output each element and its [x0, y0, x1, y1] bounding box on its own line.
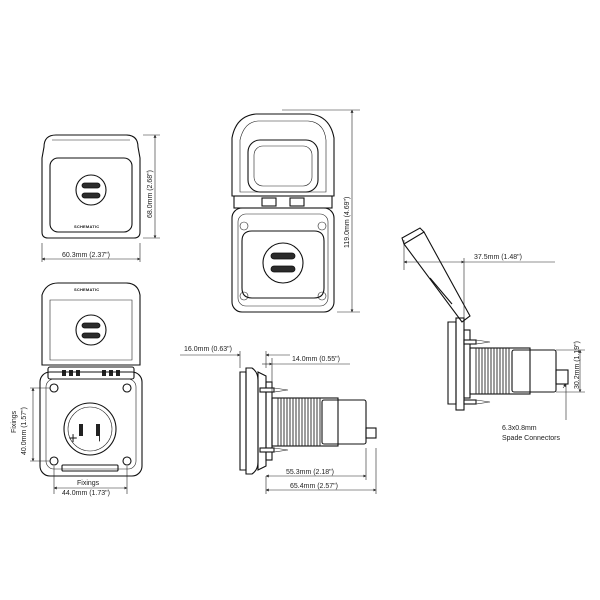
screw-icon	[463, 339, 491, 345]
socket-terminal-face: + —	[63, 402, 117, 456]
side-view-open-lid: 37.5mm (1.48") 30.2mm (1.19") 6.3x0.8mm …	[401, 227, 585, 442]
open-socket-fixings-view: SCHEMATIC + — Fixin	[11, 282, 143, 497]
hinge-teeth	[62, 370, 120, 376]
bezel-dimension: 16.0mm (0.63")	[184, 346, 232, 353]
brand-logo: SCHEMATIC	[74, 287, 99, 292]
usb-port-icon	[75, 174, 107, 206]
brand-logo: SCHEMATIC	[74, 224, 99, 229]
overall-length-dimension: 65.4mm (2.57")	[290, 483, 338, 490]
usb-port-icon	[75, 314, 107, 346]
height-dimension: 68.0mm (2.68")	[147, 170, 154, 218]
overall-height-dimension: 119.0mm (4.69")	[344, 197, 351, 248]
fixings-label-vertical: Fixings	[11, 410, 18, 433]
fixings-label: Fixings	[77, 480, 100, 487]
thread-ridges	[277, 398, 321, 446]
positive-symbol: +	[68, 431, 78, 445]
fixings-vertical-dimension: 40.0mm (1.57")	[21, 407, 28, 455]
screw-icon	[259, 447, 289, 453]
fixings-horizontal-dimension: 44.0mm (1.73")	[62, 490, 110, 497]
thread-ridges	[475, 348, 510, 394]
open-socket-front-view: 119.0mm (4.69")	[231, 109, 360, 313]
body-length-dimension: 55.3mm (2.18")	[286, 469, 334, 476]
usb-port-icon	[262, 242, 304, 284]
connectors-size: 6.3x0.8mm	[502, 425, 537, 432]
screw-icon	[463, 399, 491, 405]
flange-dimension: 14.0mm (0.55")	[292, 356, 340, 363]
connectors-label: Spade Connectors	[502, 435, 560, 442]
height-dimension-side: 30.2mm (1.19")	[574, 341, 581, 389]
closed-socket-front-view: SCHEMATIC 60.3mm (2.37") 68.0mm (2.68")	[41, 134, 160, 262]
screw-icon	[259, 387, 289, 393]
side-view-installed: 16.0mm (0.63") 14.0mm (0.55") 55.3mm (2.…	[180, 346, 377, 494]
lid-clearance-dimension: 37.5mm (1.48")	[474, 254, 522, 261]
width-dimension: 60.3mm (2.37")	[62, 252, 110, 259]
